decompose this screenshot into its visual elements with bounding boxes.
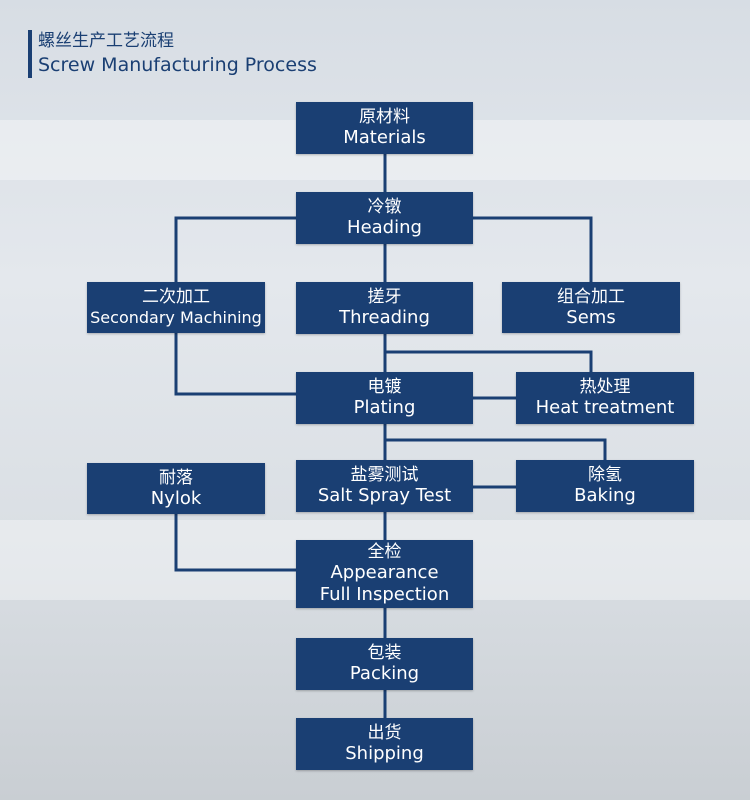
- node-secondary-en: Secondary Machining: [90, 307, 262, 327]
- node-threading-en: Threading: [339, 307, 430, 328]
- node-secondary-machining: 二次加工 Secondary Machining: [87, 282, 265, 333]
- line-nylok-inspection: [174, 514, 296, 572]
- node-inspection-en2: Full Inspection: [319, 584, 450, 605]
- node-secondary-cn: 二次加工: [142, 286, 210, 307]
- node-inspection-en1: Appearance: [330, 562, 439, 583]
- title-english: Screw Manufacturing Process: [38, 54, 317, 76]
- node-shipping-en: Shipping: [345, 743, 424, 764]
- title-chinese: 螺丝生产工艺流程: [38, 31, 174, 51]
- node-nylok-en: Nylok: [150, 487, 202, 509]
- node-materials-cn: 原材料: [359, 107, 410, 127]
- node-packing-en: Packing: [349, 663, 420, 684]
- node-materials-en: Materials: [343, 127, 426, 148]
- node-threading: 搓牙 Threading: [296, 282, 473, 334]
- line-sems-heat: [385, 350, 593, 372]
- node-salt-spray-test: 盐雾测试 Salt Spray Test: [296, 460, 473, 512]
- node-heat-en: Heat treatment: [535, 397, 675, 418]
- page-title: 螺丝生产工艺流程 Screw Manufacturing Process: [38, 30, 317, 78]
- node-salt-en: Salt Spray Test: [317, 485, 452, 506]
- node-inspection-cn: 全检: [367, 542, 402, 562]
- node-sems: 组合加工 Sems: [502, 282, 680, 333]
- node-full-inspection: 全检 Appearance Full Inspection: [296, 540, 473, 608]
- node-heading: 冷镦 Heading: [296, 192, 473, 244]
- node-packing-cn: 包装: [367, 643, 402, 663]
- line-heat-baking: [385, 438, 607, 460]
- node-plating-cn: 电镀: [367, 377, 402, 397]
- node-baking-en: Baking: [574, 485, 636, 506]
- line-secondary-inspection: [174, 333, 296, 396]
- node-heading-cn: 冷镦: [367, 197, 402, 217]
- line-heading-secondary: [174, 216, 296, 282]
- node-shipping-cn: 出货: [367, 723, 402, 743]
- title-accent-bar: [28, 30, 32, 78]
- node-sems-en: Sems: [566, 306, 616, 328]
- node-sems-cn: 组合加工: [557, 286, 625, 307]
- node-baking: 除氢 Baking: [516, 460, 694, 512]
- line-heading-sems: [473, 216, 593, 282]
- node-salt-cn: 盐雾测试: [350, 465, 419, 485]
- node-baking-cn: 除氢: [588, 465, 622, 485]
- node-plating: 电镀 Plating: [296, 372, 473, 424]
- node-plating-en: Plating: [353, 397, 416, 418]
- node-heading-en: Heading: [347, 217, 422, 238]
- node-heat-treatment: 热处理 Heat treatment: [516, 372, 694, 424]
- node-heat-cn: 热处理: [579, 377, 631, 397]
- node-nylok: 耐落 Nylok: [87, 463, 265, 514]
- node-nylok-cn: 耐落: [159, 467, 193, 488]
- node-packing: 包装 Packing: [296, 638, 473, 690]
- node-shipping: 出货 Shipping: [296, 718, 473, 770]
- node-materials: 原材料 Materials: [296, 102, 473, 154]
- node-threading-cn: 搓牙: [367, 287, 402, 307]
